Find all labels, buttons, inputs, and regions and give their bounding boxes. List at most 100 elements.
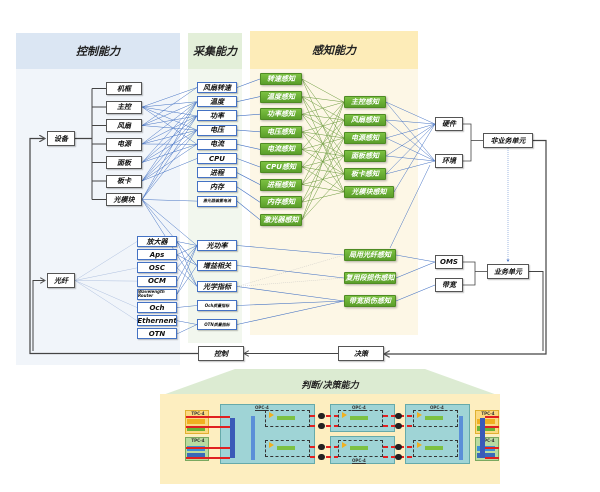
metric-sensing-node[interactable]: 温度感知 <box>260 90 302 103</box>
decide-section-header: 判断/决策能力 <box>270 376 390 392</box>
metric-sensing-node[interactable]: 功率感知 <box>260 108 302 121</box>
metric-sensing-node[interactable]: 电压感知 <box>260 125 302 138</box>
metric-sensing-node[interactable]: 转速感知 <box>260 73 302 85</box>
device-node[interactable]: 设备 <box>47 131 75 146</box>
device-to-metric-wire <box>141 129 198 182</box>
device-to-metric-wire <box>141 106 198 145</box>
metric-sensing-node[interactable]: CPU感知 <box>260 161 302 173</box>
component-sensing-node[interactable]: 风扇感知 <box>344 114 386 126</box>
collect-metric[interactable]: 进程 <box>197 167 237 179</box>
fiber-item[interactable]: Aps <box>137 249 177 261</box>
fiber-item[interactable]: OCM <box>137 275 177 287</box>
fiber-item[interactable]: Wavelength Router <box>137 288 177 300</box>
sensing-mesh-wire <box>301 78 345 103</box>
fiber-item[interactable]: 放大器 <box>137 236 177 247</box>
fiber-item[interactable]: OSC <box>137 262 177 274</box>
device-to-metric-wire <box>141 101 198 163</box>
oa-amplifier <box>425 446 443 450</box>
fiber-item[interactable]: Ethernent <box>137 315 177 327</box>
device-item[interactable]: 面板 <box>106 156 142 169</box>
device-to-metric-wire <box>141 129 198 200</box>
sensing-mesh-wire <box>301 101 345 220</box>
metric-sensing-node-label: 温度感知 <box>267 92 295 101</box>
component-sensing-node-label: 主控感知 <box>351 98 379 106</box>
metric-sensing-node[interactable]: 电流感知 <box>260 143 302 156</box>
component-sensing-node-label: 板卡感知 <box>351 170 379 178</box>
decision-loop-node[interactable]: 决策 <box>338 346 384 361</box>
fiber-connector-icon <box>318 454 325 460</box>
collect-metric[interactable]: 温度 <box>197 96 237 108</box>
collect-metric[interactable]: 功率 <box>197 110 237 122</box>
fiber-connector-icon <box>318 444 325 450</box>
fiber-sensing-node-label: 复用段损伤感知 <box>345 274 395 282</box>
left-loop-device-line <box>29 139 198 355</box>
control-loop-node[interactable]: 控制 <box>198 346 244 361</box>
fiber-item-to-metric-wire <box>176 245 198 269</box>
fiber-connector-icon <box>395 423 402 429</box>
collect-metric[interactable]: 内存 <box>197 181 237 193</box>
device-item[interactable]: 风扇 <box>106 119 142 132</box>
component-sensing-node[interactable]: 电源感知 <box>344 132 386 144</box>
fiber-link <box>186 447 230 449</box>
sensing-mesh-wire <box>301 173 345 220</box>
metric-sensing-node[interactable]: 激光器感知 <box>260 213 302 226</box>
collect-metric[interactable]: 电流 <box>197 138 237 150</box>
environment-node[interactable]: 环境 <box>435 154 463 168</box>
fiber-node[interactable]: 光纤 <box>47 273 75 288</box>
device-to-metric-wire <box>141 106 198 117</box>
collect-fiber-metric[interactable]: Och质量指标 <box>197 300 237 311</box>
collect-metric[interactable]: CPU <box>197 153 237 164</box>
metric-to-sensing-wire <box>236 158 261 168</box>
fiber-connector-icon <box>318 413 325 419</box>
collect-fiber-metric[interactable]: OTN质量指标 <box>197 319 237 330</box>
bandwidth-label: 带宽 <box>442 281 456 289</box>
fiber-item-to-metric-wire <box>176 245 198 255</box>
fiber-item-to-metric-wire <box>176 305 198 308</box>
collect-fiber-metric[interactable]: 光学指标 <box>197 281 237 292</box>
component-sensing-node[interactable]: 主控感知 <box>344 96 386 108</box>
environment-label: 环境 <box>442 157 456 165</box>
hardware-node[interactable]: 硬件 <box>435 117 463 131</box>
collect-metric-label: CPU <box>209 154 225 163</box>
device-item[interactable]: 主控 <box>106 100 142 114</box>
perceive-section-header: 感知能力 <box>250 31 418 69</box>
fiber-sensing-node[interactable]: 带宽损伤感知 <box>344 295 396 307</box>
device-item-label: 面板 <box>117 158 131 167</box>
sensing-to-bandwidth-wire <box>395 284 436 302</box>
device-item[interactable]: 光模块 <box>106 193 142 206</box>
hw-env-bracket <box>463 123 472 162</box>
device-item[interactable]: 机框 <box>106 82 142 95</box>
component-sensing-node-label: 面板感知 <box>351 152 379 160</box>
collect-fiber-metric[interactable]: 增益相关 <box>197 260 237 271</box>
fiber-item[interactable]: OTN <box>137 328 177 340</box>
collect-fiber-metric[interactable]: 光功率 <box>197 240 237 251</box>
component-sensing-node[interactable]: 面板感知 <box>344 150 386 162</box>
device-item[interactable]: 电源 <box>106 137 142 151</box>
fiber-link <box>485 447 499 449</box>
fiber-sensing-node[interactable]: 局用光纤感知 <box>344 249 396 261</box>
oms-node[interactable]: OMS <box>435 255 463 269</box>
collect-metric[interactable]: 风扇转速 <box>197 82 237 93</box>
metric-to-sensing-wire <box>236 129 261 133</box>
metric-sensing-node[interactable]: 内存感知 <box>260 196 302 209</box>
sensing-mesh-wire <box>301 137 345 220</box>
collect-metric[interactable]: 激光器偏置电流 <box>197 195 237 207</box>
component-sensing-node[interactable]: 板卡感知 <box>344 168 386 180</box>
amplifier-triangle-icon <box>269 412 274 418</box>
business-unit-node[interactable]: 业务单元 <box>487 264 529 279</box>
metric-sensing-node[interactable]: 进程感知 <box>260 178 302 191</box>
fiber-sensing-node-label: 局用光纤感知 <box>349 251 391 259</box>
bandwidth-node[interactable]: 带宽 <box>435 278 463 292</box>
sensing-mesh-wire <box>301 101 345 115</box>
fiber-item[interactable]: Och <box>137 302 177 313</box>
fiber-item-label: OCM <box>147 277 167 286</box>
component-sensing-node[interactable]: 光模块感知 <box>344 186 394 198</box>
collect-metric[interactable]: 电压 <box>197 124 237 136</box>
fiber-sensing-node[interactable]: 复用段损伤感知 <box>344 272 396 284</box>
fiber-item-label: Och <box>149 303 165 312</box>
fiber-link <box>485 416 499 418</box>
device-item[interactable]: 板卡 <box>106 174 142 188</box>
tpc-port <box>187 453 205 458</box>
decide-panel-header-shape <box>160 369 500 396</box>
non-business-unit-node[interactable]: 非业务单元 <box>483 133 533 148</box>
